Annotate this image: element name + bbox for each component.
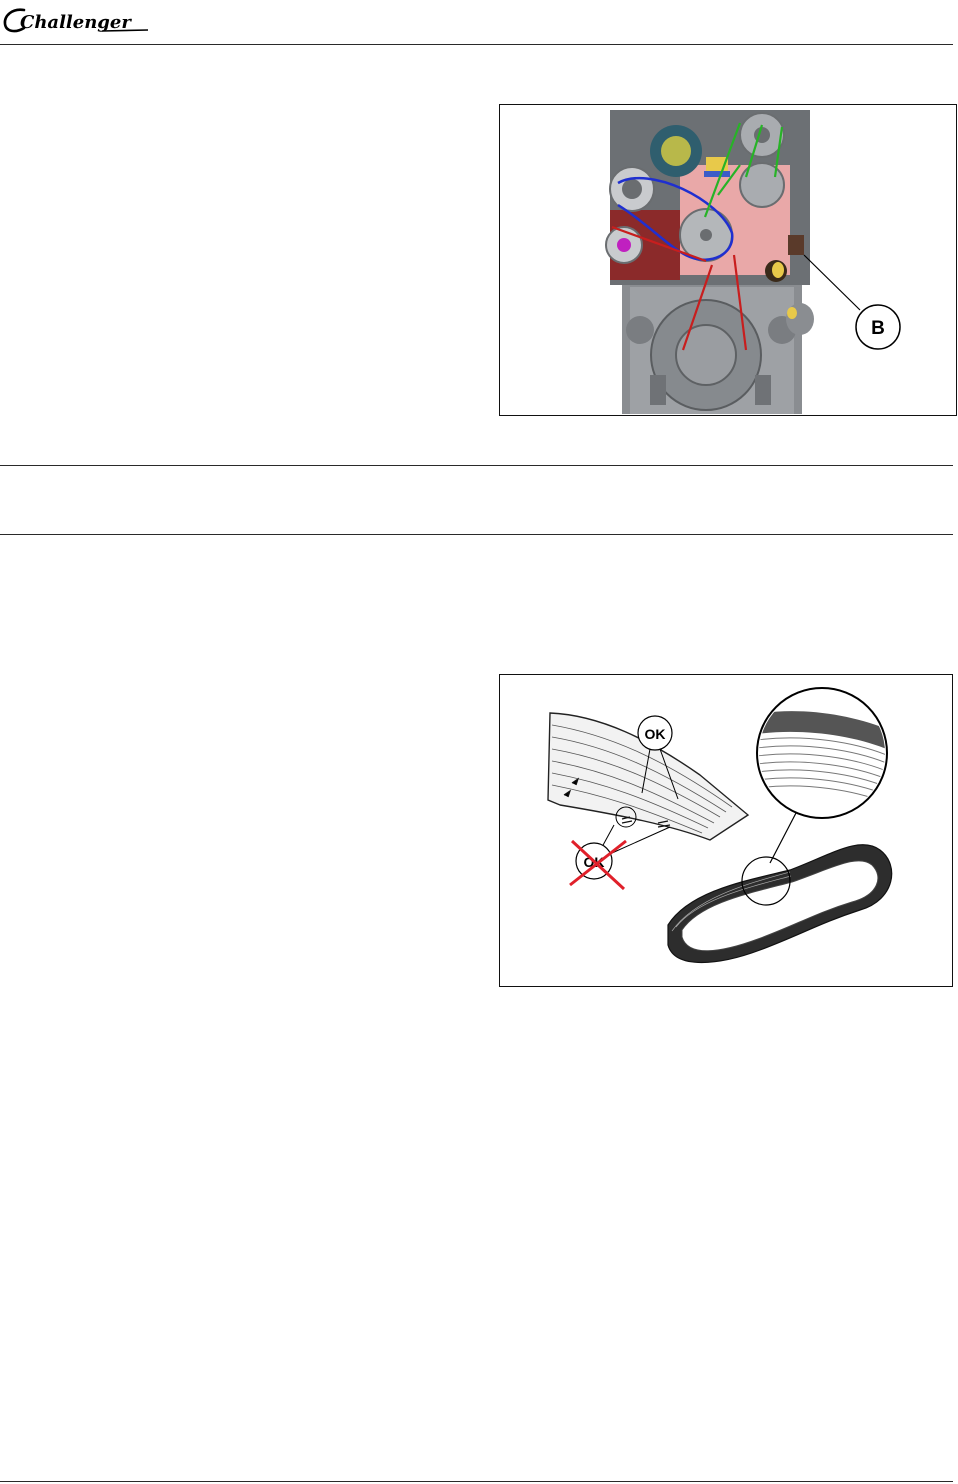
- logo-text: Challenger: [20, 12, 132, 33]
- section-rule-bottom: [0, 534, 953, 535]
- challenger-logo: Challenger: [2, 2, 152, 42]
- engine-illustration: B: [500, 105, 955, 414]
- header-rule: [0, 44, 953, 45]
- belt-inspection-figure: OK OK: [499, 674, 953, 987]
- callout-b-label: B: [871, 318, 885, 339]
- engine-belt-routing-figure: B: [499, 104, 957, 416]
- belt-illustration: OK OK: [500, 675, 951, 985]
- ok-label: OK: [645, 726, 666, 742]
- section-rule-top: [0, 465, 953, 466]
- footer-rule: [0, 1481, 953, 1482]
